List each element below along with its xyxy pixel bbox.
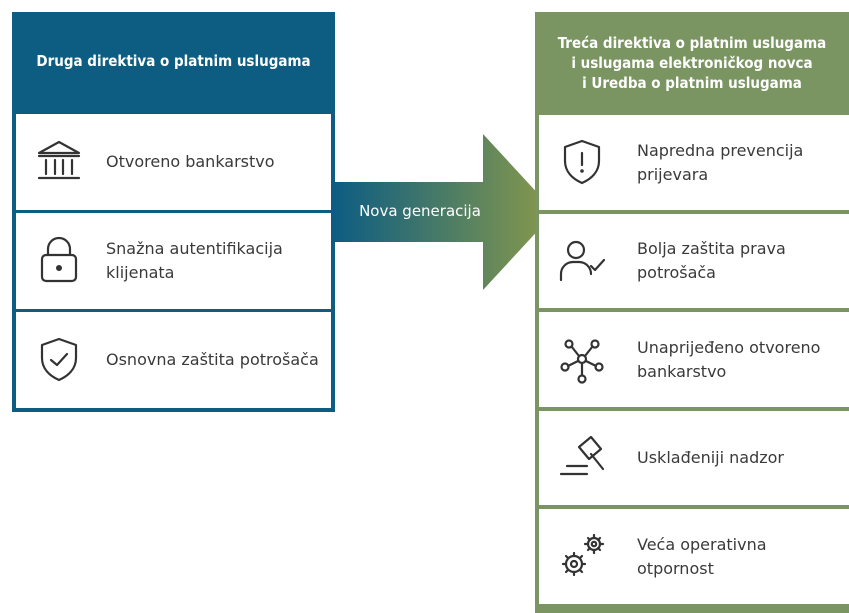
right-item-fraud-prevention: Napredna prevencija prijevara [539, 115, 849, 210]
left-item-label: Osnovna zaštita potrošača [106, 350, 319, 369]
right-item-supervision: Usklađeniji nadzor [539, 411, 849, 505]
right-panel-title: Treća direktiva o platnim uslugama i usl… [535, 12, 849, 112]
right-title-line: i uslugama elektroničkog novca [571, 54, 813, 72]
right-title-line: Treća direktiva o platnim uslugama [557, 34, 827, 52]
left-panel: Druga direktiva o platnim uslugama Otvor… [12, 12, 335, 412]
shield-alert-icon [563, 139, 601, 185]
right-panel: Treća direktiva o platnim uslugama i usl… [535, 12, 849, 613]
shield-check-icon [40, 337, 78, 382]
right-item-open-banking: Unaprijeđeno otvoreno bankarstvo [539, 312, 849, 407]
padlock-icon [40, 236, 78, 283]
bank-icon [37, 140, 81, 180]
arrow-label: Nova generacija [359, 202, 481, 220]
left-item-strong-auth: Snažna autentifikacija klijenata [16, 213, 331, 309]
right-item-consumer-rights: Bolja zaštita prava potrošača [539, 214, 849, 308]
right-item-label: Unaprijeđeno otvoreno bankarstvo [637, 337, 821, 381]
right-item-label: Bolja zaštita prava potrošača [637, 239, 786, 282]
user-check-icon [559, 240, 606, 282]
left-item-label: Snažna autentifikacija klijenata [106, 239, 283, 282]
right-item-label: Usklađeniji nadzor [637, 448, 784, 467]
right-title-line: i Uredba o platnim uslugama [582, 74, 802, 92]
right-item-label: Napredna prevencija prijevara [637, 140, 804, 184]
right-item-label: Veća operativna otpornost [637, 534, 767, 578]
left-item-open-banking: Otvoreno bankarstvo [16, 114, 331, 210]
gavel-icon [559, 435, 605, 476]
network-icon [560, 339, 604, 384]
left-panel-title: Druga direktiva o platnim uslugama [36, 52, 311, 70]
left-item-label: Otvoreno bankarstvo [106, 152, 275, 171]
left-item-consumer-protection: Osnovna zaštita potrošača [16, 312, 331, 408]
right-item-resilience: Veća operativna otpornost [539, 509, 849, 604]
gears-icon [561, 533, 605, 577]
transition-arrow [335, 134, 555, 290]
